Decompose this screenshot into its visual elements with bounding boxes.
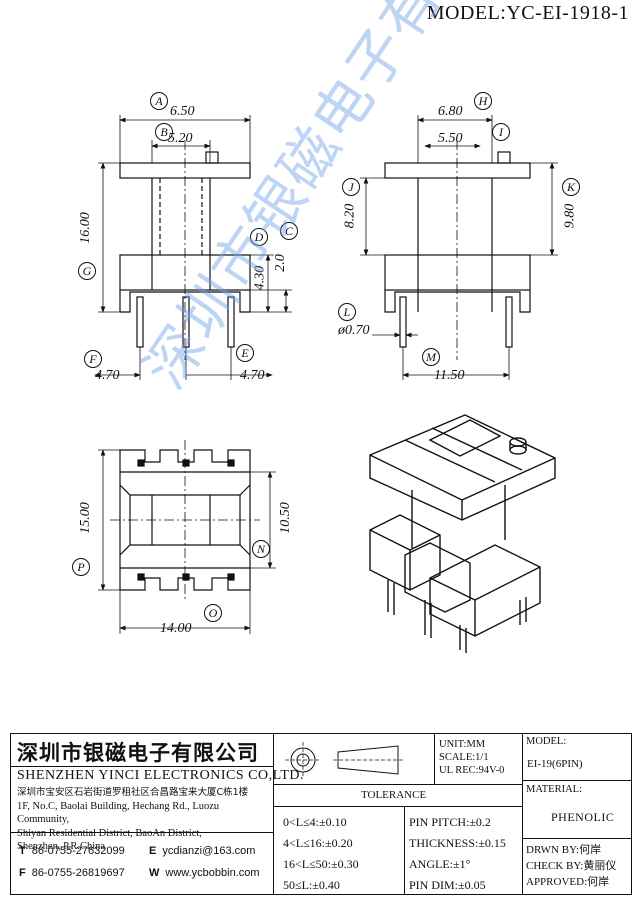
approved-by: APPROVED:何岸 bbox=[526, 876, 610, 888]
tolerance-row-5: PIN PITCH:±0.2 bbox=[409, 815, 491, 829]
website-url: www.ycbobbin.com bbox=[165, 867, 260, 879]
dim-value-h: 6.80 bbox=[438, 104, 463, 119]
dim-value-n: 10.50 bbox=[277, 502, 293, 534]
isometric-view bbox=[369, 414, 556, 653]
address-en-2: Shiyan Residential District, BaoAn Distr… bbox=[17, 827, 202, 839]
unit-text: UNIT:MM bbox=[439, 739, 486, 750]
title-block: 深圳市银磁电子有限公司 SHENZHEN YINCI ELECTRONICS C… bbox=[10, 733, 632, 895]
address-en-3: Shenzhen, P.R.China bbox=[17, 841, 106, 852]
dim-label-b: B bbox=[155, 123, 173, 141]
tolerance-row-2: 4<L≤16:±0.20 bbox=[283, 836, 353, 850]
drawn-by: DRWN BY:何岸 bbox=[526, 844, 602, 856]
dim-value-g: 16.00 bbox=[77, 212, 93, 244]
material-value: PHENOLIC bbox=[551, 810, 615, 824]
email-label: E bbox=[149, 845, 157, 857]
website-label: W bbox=[149, 867, 160, 879]
ul-rec-text: UL REC:94V-0 bbox=[439, 765, 505, 776]
address-en-1: 1F, No.C, Baolai Building, Hechang Rd., … bbox=[17, 800, 220, 826]
dim-label-o: O bbox=[204, 604, 222, 622]
email-address: ycdianzi@163.com bbox=[162, 845, 256, 857]
dim-label-k: K bbox=[562, 178, 580, 196]
model-value: EI-19(6PIN) bbox=[527, 758, 583, 770]
dim-label-a: A bbox=[150, 92, 168, 110]
dim-label-d: D bbox=[250, 228, 268, 246]
checked-by: CHECK BY:黄丽仪 bbox=[526, 860, 617, 872]
tolerance-row-6: THICKNESS:±0.15 bbox=[409, 836, 506, 850]
tolerance-other: PIN PITCH:±0.2 THICKNESS:±0.15 ANGLE:±1°… bbox=[409, 812, 506, 896]
phone-number: 86-0755-27632099 bbox=[31, 845, 125, 857]
dim-value-p: 15.00 bbox=[77, 502, 93, 534]
dim-label-n: N bbox=[252, 540, 270, 558]
dim-value-o: 14.00 bbox=[160, 621, 192, 636]
dim-value-b: 5.20 bbox=[168, 131, 193, 146]
drawing-units: UNIT:MM SCALE:1/1 UL REC:94V-0 bbox=[439, 738, 504, 777]
dim-value-j: 8.20 bbox=[342, 203, 358, 229]
dim-label-g: G bbox=[78, 262, 96, 280]
model-label: MODEL:YC-EI-1918-1 bbox=[426, 2, 629, 24]
material-title: MATERIAL: bbox=[526, 784, 582, 795]
dim-value-e: 4.70 bbox=[240, 368, 265, 383]
tolerance-row-7: ANGLE:±1° bbox=[409, 857, 471, 871]
bottom-view-dimensions bbox=[98, 449, 276, 634]
tolerance-row-8: PIN DIM:±0.05 bbox=[409, 878, 486, 892]
dim-label-e: E bbox=[236, 344, 254, 362]
company-address: 深圳市宝安区石岩街道罗租社区合昌路宝来大厦C栋1楼 1F, No.C, Baol… bbox=[17, 786, 271, 854]
front-view-dimensions bbox=[94, 115, 292, 380]
phone-label: T bbox=[19, 845, 26, 857]
dim-label-p: P bbox=[72, 558, 90, 576]
dim-label-f: F bbox=[84, 350, 102, 368]
tolerance-row-3: 16<L≤50:±0.30 bbox=[283, 857, 359, 871]
phone-row: T 86-0755-27632099 bbox=[19, 845, 125, 857]
dim-value-m: 11.50 bbox=[434, 368, 465, 383]
dim-label-l: L bbox=[338, 303, 356, 321]
dim-label-h: H bbox=[474, 92, 492, 110]
front-view bbox=[119, 140, 251, 360]
technical-drawing bbox=[94, 115, 558, 653]
address-cn: 深圳市宝安区石岩街道罗租社区合昌路宝来大厦C栋1楼 bbox=[17, 787, 249, 798]
dim-label-i: I bbox=[492, 123, 510, 141]
dim-value-f: 4.70 bbox=[95, 368, 120, 383]
tolerance-title: TOLERANCE bbox=[361, 789, 427, 801]
dim-value-i: 5.50 bbox=[438, 131, 463, 146]
company-name-cn: 深圳市银磁电子有限公司 bbox=[17, 741, 259, 765]
scale-text: SCALE:1/1 bbox=[439, 752, 489, 763]
dim-value-k: 9.80 bbox=[562, 203, 578, 229]
dim-label-c: C bbox=[280, 222, 298, 240]
fax-row: F 86-0755-26819697 bbox=[19, 867, 125, 879]
side-view-dimensions bbox=[360, 115, 558, 380]
side-view bbox=[384, 140, 531, 360]
signatures: DRWN BY:何岸 CHECK BY:黄丽仪 APPROVED:何岸 bbox=[526, 842, 616, 890]
company-name-en: SHENZHEN YINCI ELECTRONICS CO,LTD. bbox=[17, 768, 305, 783]
tolerance-row-1: 0<L≤4:±0.10 bbox=[283, 815, 347, 829]
projection-symbol-icon bbox=[285, 742, 403, 778]
tolerance-row-4: 50≤L:±0.40 bbox=[283, 878, 340, 892]
dim-label-j: J bbox=[342, 178, 360, 196]
model-title: MODEL: bbox=[526, 736, 567, 747]
fax-number: 86-0755-26819697 bbox=[31, 867, 125, 879]
fax-label: F bbox=[19, 867, 26, 879]
tolerance-length: 0<L≤4:±0.10 4<L≤16:±0.20 16<L≤50:±0.30 5… bbox=[283, 812, 359, 896]
dim-label-m: M bbox=[422, 348, 440, 366]
dim-value-a: 6.50 bbox=[170, 104, 195, 119]
dim-value-l: ø0.70 bbox=[338, 323, 370, 338]
